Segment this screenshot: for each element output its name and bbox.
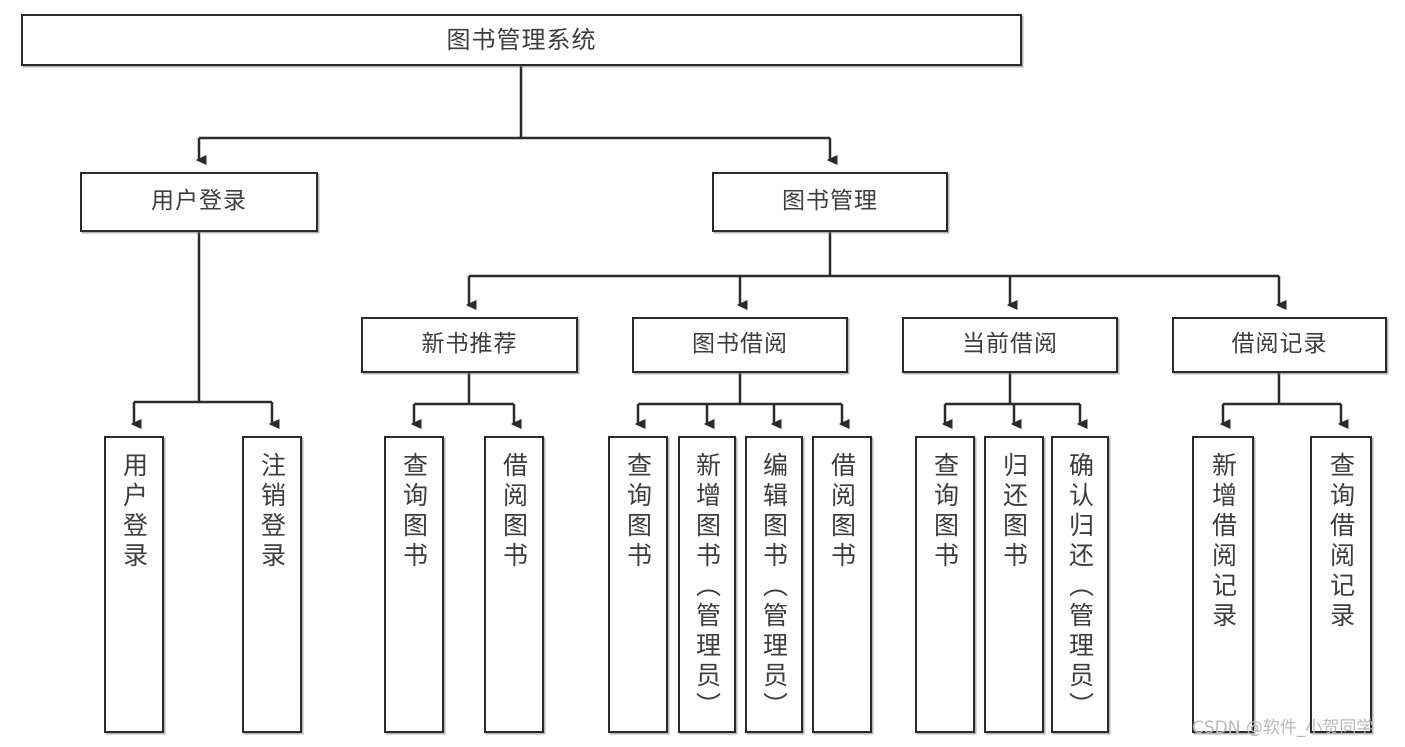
node-label: 注销登录 [257,452,287,572]
leaf-query-book-borrow[interactable]: 查询图书 [608,436,668,733]
node-book-borrow[interactable]: 图书借阅 [632,317,848,373]
leaf-borrow-book[interactable]: 借阅图书 [812,436,872,733]
node-label: 用户登录 [119,452,149,572]
leaf-borrow-book-recommend[interactable]: 借阅图书 [484,436,544,733]
node-label: 查询图书 [623,452,653,572]
node-label: 查询图书 [930,452,960,572]
node-label: 当前借阅 [962,331,1058,358]
node-label: 查询图书 [399,452,429,572]
node-label: 用户登录 [151,188,247,215]
node-label: 归还图书 [999,452,1029,572]
node-label: 借阅记录 [1231,331,1328,358]
node-label: 新书推荐 [421,331,518,358]
node-label: 借阅图书 [499,452,529,572]
node-new-book-recommend[interactable]: 新书推荐 [361,317,578,373]
node-label: 图书管理 [782,188,878,215]
leaf-query-borrow-record[interactable]: 查询借阅记录 [1310,436,1372,733]
leaf-return-book[interactable]: 归还图书 [984,436,1044,733]
leaf-query-book-current[interactable]: 查询图书 [915,436,975,733]
leaf-add-book-admin[interactable]: 新增图书（管理员） [678,436,736,733]
node-label: 图书管理系统 [446,25,597,54]
node-current-borrow[interactable]: 当前借阅 [902,317,1118,373]
node-label: 确认归还（管理员） [1065,452,1095,722]
leaf-add-borrow-record[interactable]: 新增借阅记录 [1192,436,1254,733]
node-label: 图书借阅 [692,331,788,358]
node-label: 查询借阅记录 [1326,452,1356,632]
csdn-watermark: CSDN @软件_小贺同学 [1192,718,1374,738]
leaf-confirm-return-admin[interactable]: 确认归还（管理员） [1051,436,1109,733]
node-book-management[interactable]: 图书管理 [712,172,948,232]
leaf-user-login[interactable]: 用户登录 [104,436,164,733]
node-root-system[interactable]: 图书管理系统 [21,14,1022,66]
node-label: 编辑图书（管理员） [759,452,789,722]
leaf-logout[interactable]: 注销登录 [242,436,302,733]
node-borrow-record[interactable]: 借阅记录 [1172,317,1387,373]
leaf-edit-book-admin[interactable]: 编辑图书（管理员） [745,436,803,733]
node-user-login[interactable]: 用户登录 [80,172,318,232]
leaf-query-book-recommend[interactable]: 查询图书 [384,436,444,733]
node-label: 新增图书（管理员） [692,452,722,722]
node-label: 借阅图书 [827,452,857,572]
node-label: 新增借阅记录 [1208,452,1238,632]
